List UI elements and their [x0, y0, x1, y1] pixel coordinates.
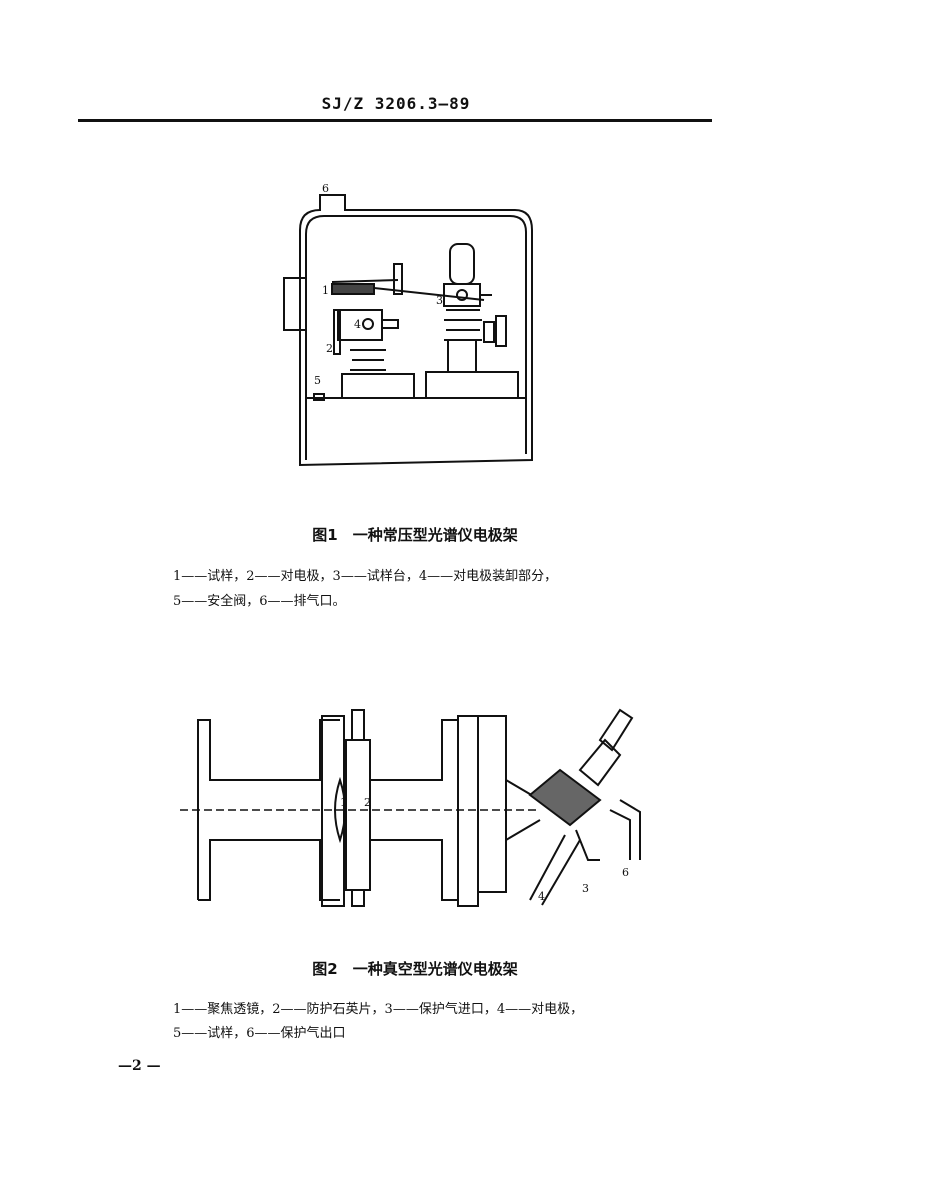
figure-2-caption: 图2 一种真空型光谱仪电极架 — [312, 960, 518, 978]
document-code: SJ/Z 3206.3—89 — [321, 94, 471, 113]
fig2-callout-1: 1 — [340, 796, 347, 809]
fig2-callout-2: 2 — [364, 796, 371, 809]
fig2-callout-6: 6 — [622, 866, 629, 879]
page-number: —2 — — [118, 1058, 161, 1074]
fig2-callout-4: 4 — [538, 890, 545, 903]
header-rule — [78, 119, 712, 122]
figure-1-legend-line-2: 5——安全阀，6——排气口。 — [173, 594, 346, 609]
figure-1-caption: 图1 一种常压型光谱仪电极架 — [312, 526, 518, 544]
fig1-callout-5: 5 — [314, 374, 321, 387]
figure-2-legend-line-1: 1——聚焦透镜，2——防护石英片，3——保护气进口，4——对电极， — [173, 1002, 584, 1017]
figure-1-legend-line-1: 1——试样，2——对电极，3——试样台，4——对电极装卸部分， — [173, 569, 558, 584]
fig2-callout-3: 3 — [582, 882, 589, 895]
fig1-callout-3: 3 — [436, 294, 443, 307]
figure-2-legend-line-2: 5——试样，6——保护气出口 — [173, 1026, 346, 1041]
figure-2-drawing: 1 2 3 4 6 — [180, 700, 650, 915]
fig1-callout-6: 6 — [322, 182, 329, 195]
fig1-callout-4: 4 — [354, 318, 361, 331]
fig1-callout-2: 2 — [326, 342, 333, 355]
figure-1-drawing: 6 1 4 2 3 5 — [270, 170, 560, 475]
fig1-callout-1: 1 — [322, 284, 329, 297]
